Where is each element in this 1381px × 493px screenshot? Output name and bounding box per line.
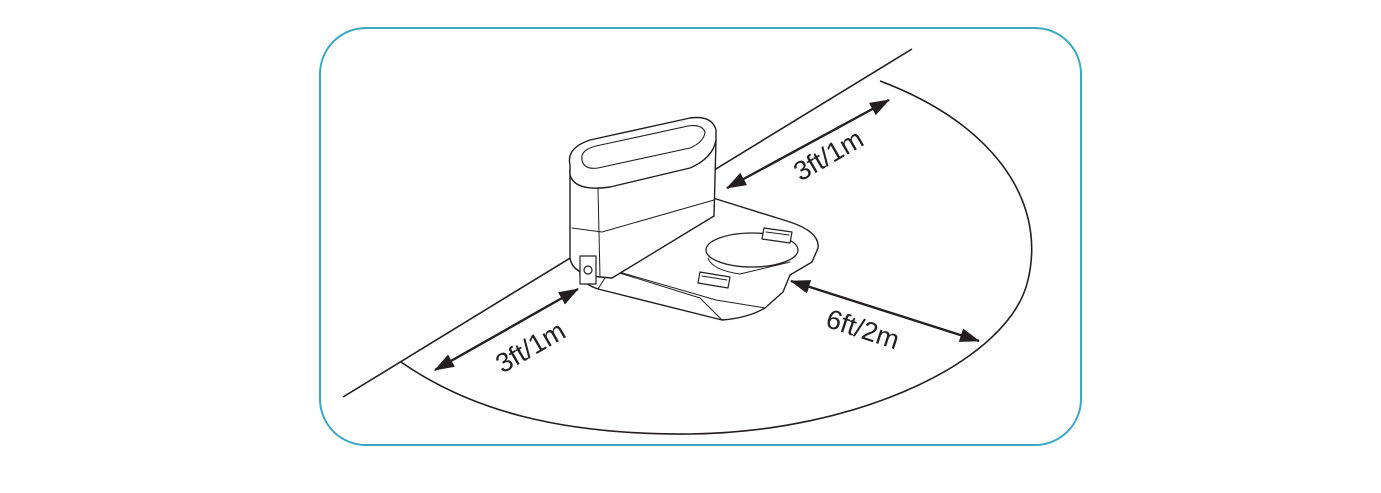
front-clearance-label: 6ft/2m: [822, 304, 903, 356]
front-clearance-arrow: [790, 279, 980, 343]
side-clearance-arrow: [434, 287, 579, 372]
side-clearance-label: 3ft/1m: [491, 315, 571, 378]
dock-station-illustration: [568, 116, 819, 321]
back-clearance-arrow: [726, 98, 890, 190]
diagram-frame: [319, 27, 1082, 446]
clearance-boundary: [400, 80, 1033, 435]
